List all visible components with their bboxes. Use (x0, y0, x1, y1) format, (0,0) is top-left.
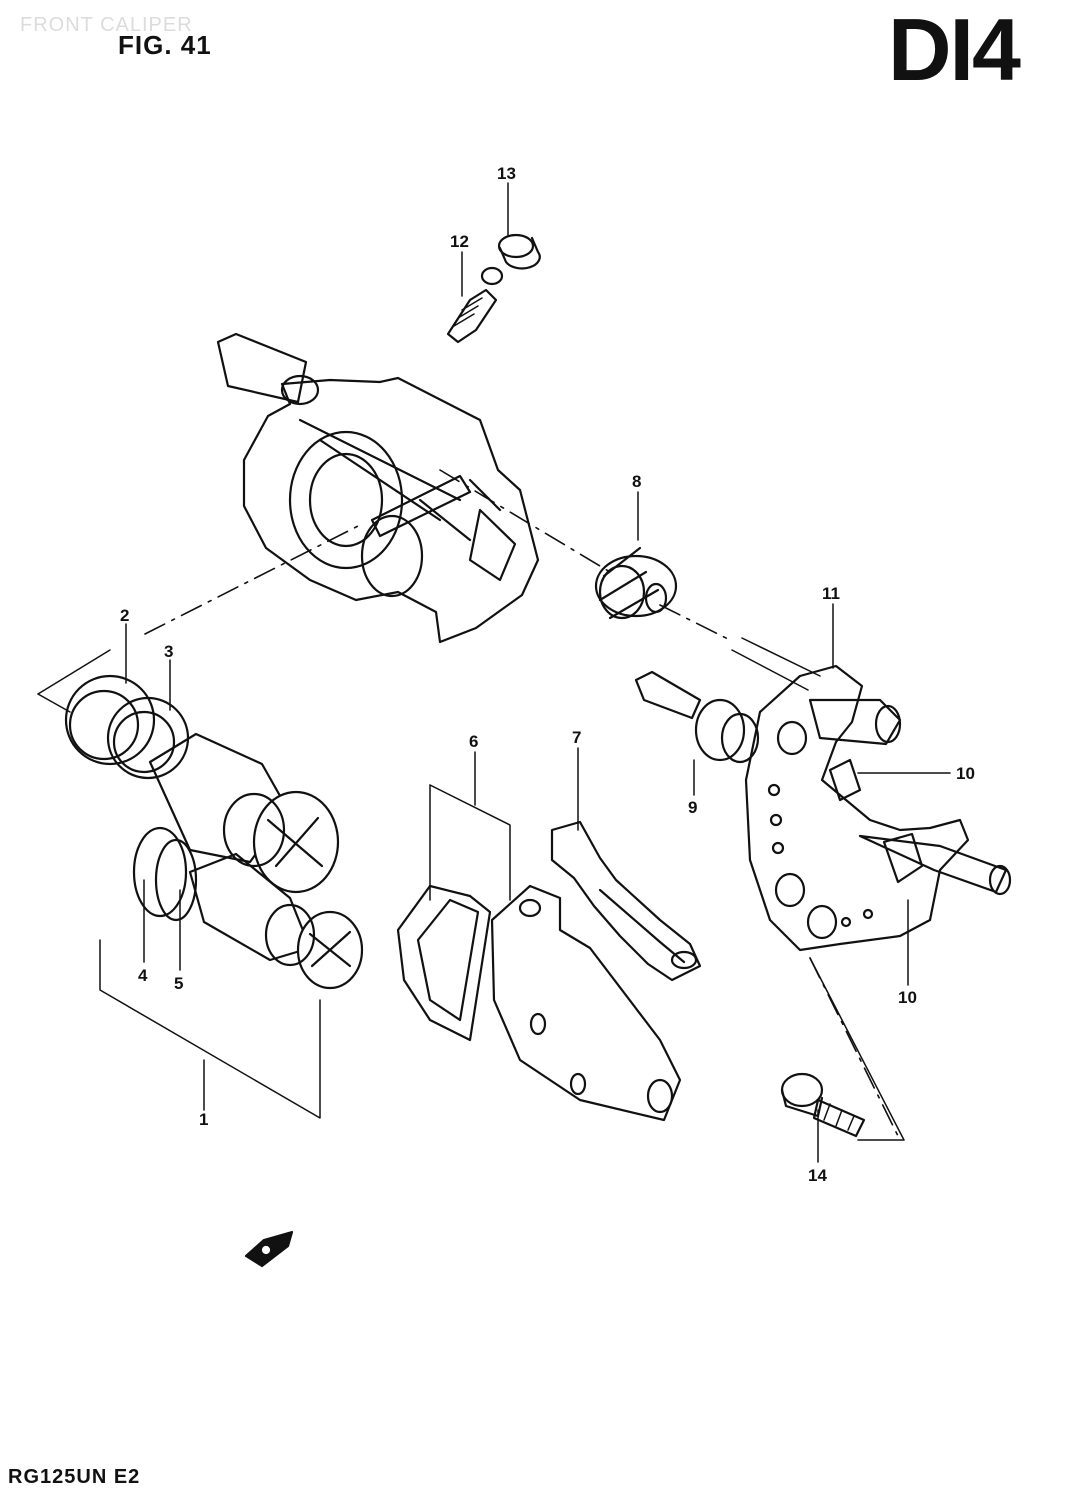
bleeder-screw (446, 266, 504, 344)
callout-10-upper: 10 (956, 764, 975, 783)
callout-11: 11 (822, 584, 840, 603)
callout-10-lower: 10 (898, 988, 917, 1007)
callout-12: 12 (450, 232, 469, 251)
piston-seals (64, 674, 198, 922)
brake-pad (396, 884, 682, 1122)
callout-9: 9 (688, 798, 698, 817)
caliper-body (216, 332, 540, 644)
pad-spring (550, 820, 702, 982)
callout-5: 5 (174, 974, 184, 993)
callout-14: 14 (808, 1166, 827, 1185)
callout-4: 4 (138, 966, 148, 985)
slide-pin (634, 637, 821, 764)
callout-13: 13 (497, 164, 516, 183)
front-arrow-icon (244, 1230, 294, 1268)
callout-7: 7 (572, 728, 582, 747)
bleeder-cap (497, 233, 541, 270)
page-code: DI4 (888, 0, 1021, 99)
callout-2: 2 (120, 606, 130, 625)
caliper-bracket (744, 664, 1012, 952)
page-watermark: FRONT CALIPER (20, 14, 193, 36)
bracket-bolt (780, 1072, 866, 1138)
caliper-pistons (148, 732, 364, 990)
slide-boot (594, 546, 678, 620)
figure-label: FIG. 41 (118, 30, 212, 60)
callout-6: 6 (469, 732, 479, 751)
callout-1: 1 (199, 1110, 209, 1129)
callout-3: 3 (164, 642, 174, 661)
model-code: RG125UN E2 (8, 1466, 141, 1488)
leader-lines (37, 182, 951, 1163)
callout-8: 8 (632, 472, 642, 491)
